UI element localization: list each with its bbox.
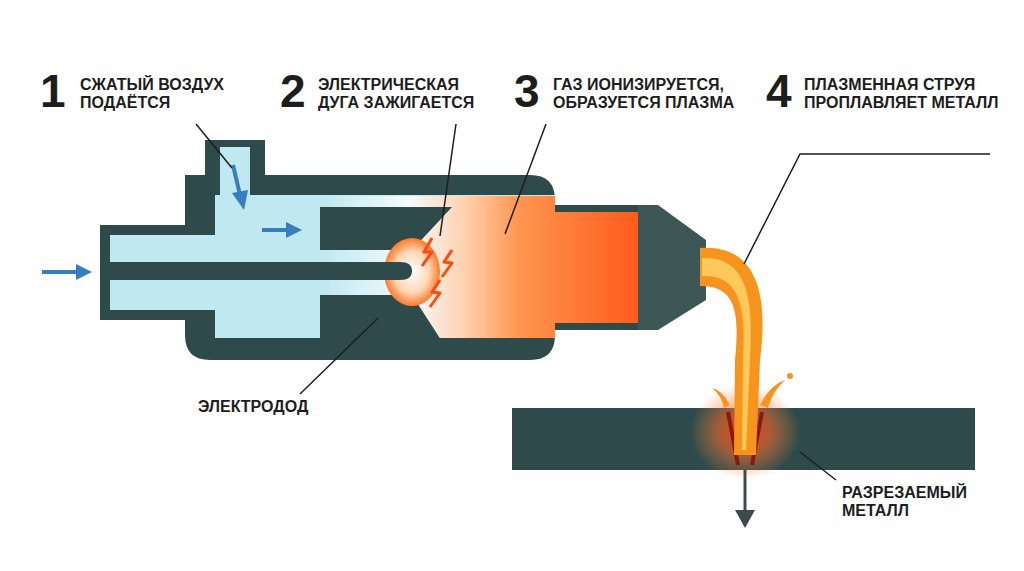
step-label: СЖАТЫЙ ВОЗДУХ ПОДАЁТСЯ xyxy=(80,76,250,113)
air-arrow xyxy=(233,165,240,195)
plasma-jet-core xyxy=(702,258,751,450)
spatter xyxy=(760,380,785,408)
arc-spark xyxy=(422,238,432,266)
air-arrow xyxy=(76,264,92,280)
leader-line xyxy=(300,318,378,394)
leader-line xyxy=(440,124,456,236)
air-arrow xyxy=(262,228,288,232)
callout-number: 3 xyxy=(514,68,540,114)
plasma-jet xyxy=(700,248,763,455)
cut-direction-arrow xyxy=(744,470,747,512)
spatter xyxy=(712,388,730,408)
arc-spark xyxy=(430,280,440,307)
part-label: ЭЛЕКТРОДОД xyxy=(198,398,308,416)
air-arrow xyxy=(286,222,302,238)
step-label: ЭЛЕКТРИЧЕСКАЯ ДУГА ЗАЖИГАЕТСЯ xyxy=(318,76,503,113)
air-arrow xyxy=(42,270,78,274)
part-label: РАЗРЕЗАЕМЫЙ МЕТАЛЛ xyxy=(842,484,1012,521)
arc-spark xyxy=(442,250,452,277)
leader-line xyxy=(800,452,836,480)
nozzle xyxy=(638,205,706,330)
torch-body xyxy=(100,140,640,360)
step-label: ПЛАЗМЕННАЯ СТРУЯ ПРОПЛАВЛЯЕТ МЕТАЛЛ xyxy=(804,76,1009,113)
electrode-rod xyxy=(100,262,412,280)
callout-number: 4 xyxy=(766,68,792,114)
leader-line xyxy=(196,124,232,168)
electrode-sleeve xyxy=(320,207,452,250)
air-arrow xyxy=(232,190,248,210)
callout-number: 2 xyxy=(280,68,306,114)
leader-line xyxy=(744,154,990,264)
step-label: ГАЗ ИОНИЗИРУЕТСЯ, ОБРАЗУЕТСЯ ПЛАЗМА xyxy=(553,76,759,113)
callout-number: 1 xyxy=(40,68,66,114)
spatter xyxy=(787,373,793,379)
cut-direction-arrow xyxy=(735,510,755,528)
leader-line xyxy=(505,124,546,234)
